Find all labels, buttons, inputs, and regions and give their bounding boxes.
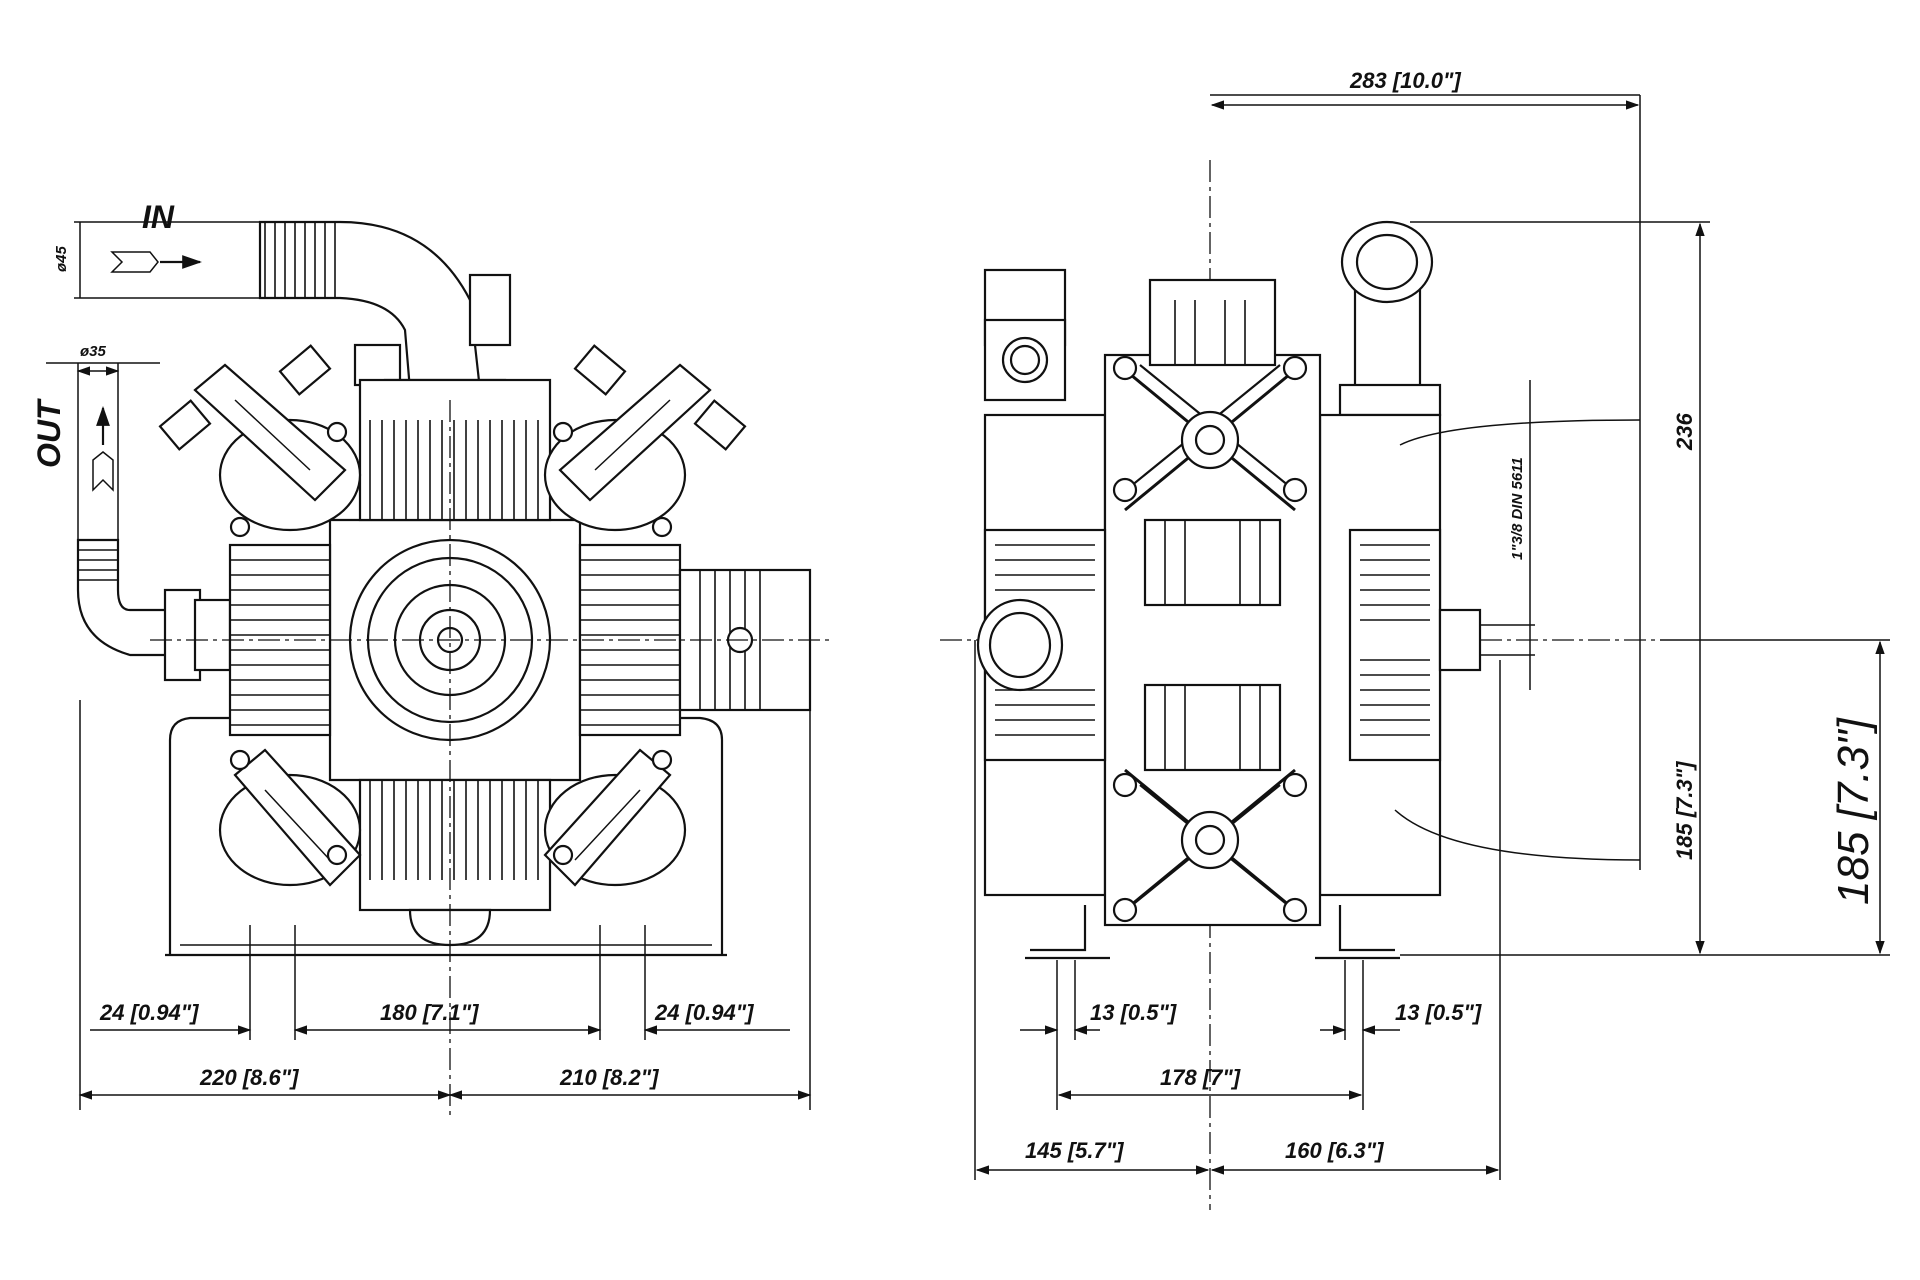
outlet-label: OUT <box>31 398 67 468</box>
side-left-valve-cap <box>983 268 1067 402</box>
outlet-arrow-icon <box>92 406 114 492</box>
outlet-diameter-label: ø35 <box>80 343 107 360</box>
side-foot-span-dim: 178 [7"] <box>1160 1065 1241 1090</box>
upper-right-valve <box>543 344 747 532</box>
side-foot-left-dim: 13 [0.5"] <box>1090 1000 1177 1025</box>
side-lower-cross <box>1112 768 1308 923</box>
thread-spec-label: 1"3/8 DIN 5611 <box>1509 457 1526 560</box>
front-right-width-dim: 210 [8.2"] <box>559 1065 659 1090</box>
front-foot-right-dim: 24 [0.94"] <box>654 1000 754 1025</box>
lower-right-valve <box>543 748 687 887</box>
side-right-depth-dim: 160 [6.3"] <box>1285 1138 1384 1163</box>
inlet-arrow-icon <box>110 251 202 273</box>
front-left-width-dim: 220 [8.6"] <box>199 1065 299 1090</box>
side-dimensions: 283 [10.0"] 236 185 [7.3"] 185 [7.3"] 1"… <box>974 68 1890 1180</box>
front-view: ø45 IN ø35 OUT <box>31 199 830 1120</box>
side-left-depth-dim: 145 [5.7"] <box>1025 1138 1124 1163</box>
upper-left-valve <box>158 344 362 532</box>
front-foot-left-dim: 24 [0.94"] <box>99 1000 199 1025</box>
side-upper-cross <box>1112 355 1308 512</box>
side-shaft-height-small-dim: 185 [7.3"] <box>1672 761 1697 860</box>
front-bottom-dimensions: 24 [0.94"] 180 [7.1"] 24 [0.94"] 220 [8.… <box>78 700 812 1110</box>
inlet-diameter-dimension: ø45 IN <box>53 199 260 299</box>
inlet-diameter-label: ø45 <box>53 245 70 272</box>
side-shaft-height-large-dim: 185 [7.3"] <box>1829 716 1878 905</box>
side-top-width-dim: 283 [10.0"] <box>1349 68 1461 93</box>
side-view: 283 [10.0"] 236 185 [7.3"] 185 [7.3"] 1"… <box>940 68 1890 1210</box>
side-overall-height-dim: 236 <box>1672 413 1697 451</box>
pump-body <box>158 344 812 947</box>
inlet-label: IN <box>142 199 175 235</box>
outlet-hose: ø35 OUT <box>31 343 232 682</box>
front-foot-center-dim: 180 [7.1"] <box>380 1000 479 1025</box>
side-foot-right-dim: 13 [0.5"] <box>1395 1000 1482 1025</box>
side-inlet-pipe <box>1338 220 1442 417</box>
